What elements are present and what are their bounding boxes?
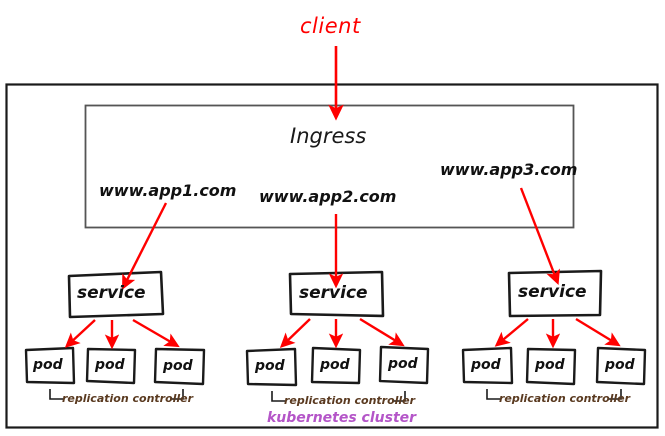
arrow-app1-to-service1 (122, 202, 168, 290)
pod-box-1-1 (24, 346, 76, 385)
pod-box-2-3 (378, 345, 430, 385)
host-label-app1: www.app1.com (99, 181, 237, 200)
pod-box-3-2 (525, 347, 577, 386)
kubernetes-cluster-boundary (5, 83, 659, 429)
replication-controller-label-1: replication controller (62, 392, 194, 405)
arrow-service3-to-pod1 (494, 318, 529, 347)
rc-bracket-1 (49, 389, 184, 400)
client-label: client (300, 14, 361, 38)
pod-label-1-3: pod (163, 358, 193, 374)
pod-box-2-2 (310, 346, 362, 385)
rc-bracket-2 (271, 391, 406, 402)
pod-box-2-1 (245, 347, 298, 387)
pod-box-3-1 (461, 346, 514, 385)
arrow-service1-to-pod1 (64, 319, 96, 348)
ingress-label: Ingress (290, 124, 367, 148)
replication-controller-label-3: replication controller (499, 392, 631, 405)
host-label-app3: www.app3.com (440, 160, 578, 179)
rc-bracket-3 (486, 389, 622, 400)
arrow-service2-to-pod3 (359, 317, 405, 347)
replication-controller-label-2: replication controller (284, 394, 416, 407)
pod-box-1-2 (85, 347, 137, 385)
pod-label-3-2: pod (535, 357, 565, 373)
service-label-1: service (77, 283, 146, 303)
pod-label-3-3: pod (605, 357, 635, 373)
service-box-2 (288, 270, 385, 318)
pod-box-1-3 (153, 347, 206, 386)
pod-box-3-3 (595, 346, 647, 386)
kubernetes-cluster-label: kubernetes cluster (267, 410, 417, 426)
arrow-service1-to-pod3 (132, 318, 180, 348)
arrow-service2-to-pod1 (279, 318, 311, 348)
arrow-service3-to-pod3 (575, 317, 621, 347)
host-label-app2: www.app2.com (259, 187, 397, 206)
pod-label-2-3: pod (388, 356, 418, 372)
pod-label-2-2: pod (320, 357, 350, 373)
service-box-3 (507, 269, 603, 318)
pod-label-3-1: pod (471, 357, 501, 373)
service-label-2: service (299, 283, 368, 303)
pod-label-1-1: pod (33, 357, 63, 373)
pod-label-2-1: pod (255, 358, 285, 374)
service-label-3: service (518, 282, 587, 302)
arrow-app3-to-service3 (519, 187, 560, 286)
pod-label-1-2: pod (95, 357, 125, 373)
